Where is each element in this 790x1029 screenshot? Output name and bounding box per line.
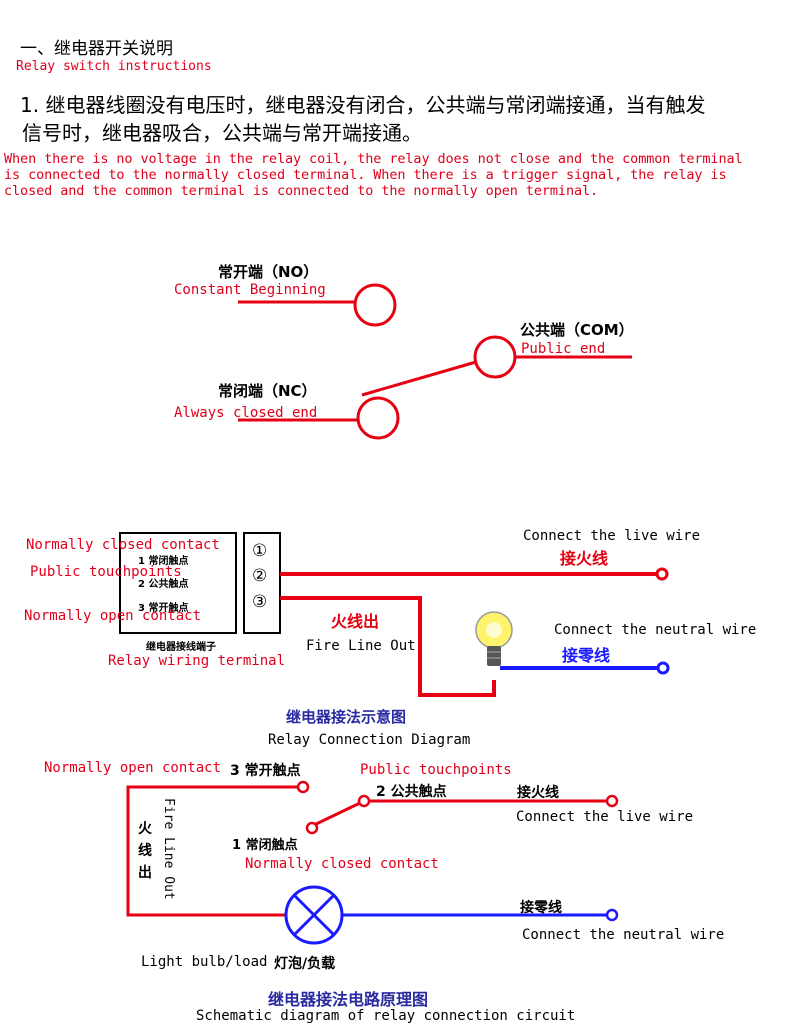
com-label-en: Public end xyxy=(521,341,606,357)
diagram2-title: 继电器接法示意图 xyxy=(286,708,407,726)
point1-en-line1: When there is no voltage in the relay co… xyxy=(4,151,743,167)
load-lamp-icon xyxy=(284,885,344,945)
switch-arm xyxy=(361,360,477,397)
diagram3-title: 继电器接法电路原理图 xyxy=(268,990,429,1009)
terminal-label-en: Relay wiring terminal xyxy=(108,653,286,669)
schem-live-en: Connect the live wire xyxy=(516,809,694,825)
light-bulb-icon xyxy=(475,611,513,666)
live-wire-cn: 接火线 xyxy=(560,549,609,568)
no-contact-en: Normally open contact xyxy=(24,608,202,624)
schem-com-touch-cn: 2 公共触点 xyxy=(376,784,447,800)
com-contact-dot xyxy=(357,794,371,808)
schem-no-contact-cn: 3 常开触点 xyxy=(230,763,301,779)
nc-contact-en: Normally closed contact xyxy=(26,537,220,553)
terminal-block xyxy=(119,532,237,634)
section-title-en: Relay switch instructions xyxy=(16,59,212,74)
live-wire-en: Connect the live wire xyxy=(523,528,701,544)
point1-en-line3: closed and the common terminal is connec… xyxy=(4,183,599,199)
point1-en-line2: is connected to the normally closed term… xyxy=(4,167,727,183)
schematic-neutral-end xyxy=(605,908,619,922)
fire-out-wire xyxy=(280,596,496,697)
com-switch-arm xyxy=(311,800,363,828)
schematic-live-end xyxy=(605,794,619,808)
schem-neutral-en: Connect the neutral wire xyxy=(522,927,725,943)
nc-contact-dot xyxy=(305,821,319,835)
section-title: 一、继电器开关说明 xyxy=(20,39,173,59)
schem-fire-out-en: Fire Line Out xyxy=(161,798,176,900)
load-en: Light bulb/load xyxy=(141,954,268,970)
point1-line1: 1. 继电器线圈没有电压时，继电器没有闭合，公共端与常闭端接通，当有触发 xyxy=(20,93,706,117)
nc-label-en: Always closed end xyxy=(174,405,318,421)
relay-contact-diagram xyxy=(238,283,632,440)
schem-fire-out-cn: 火线出 xyxy=(138,821,152,881)
fire-out-loop xyxy=(126,785,300,917)
neutral-wire-end xyxy=(656,661,670,675)
relay-schematic-diagram xyxy=(126,780,619,945)
no-label-en: Constant Beginning xyxy=(174,282,326,298)
diagram3-title-en: Schematic diagram of relay connection ci… xyxy=(196,1008,576,1024)
terminal-num-1: ① xyxy=(252,541,268,561)
terminal-num-3: ③ xyxy=(252,592,268,612)
terminal-num-2: ② xyxy=(252,566,268,586)
com-terminal-circle xyxy=(473,335,517,379)
fire-out-en: Fire Line Out xyxy=(306,638,416,654)
com-label: 公共端（COM） xyxy=(520,321,634,339)
nc-terminal-circle xyxy=(356,396,400,440)
relay-connection-diagram xyxy=(119,532,670,697)
nc-label: 常闭端（NC） xyxy=(218,382,317,400)
terminal-row1: 1 常闭触点 xyxy=(138,556,189,567)
neutral-wire-en: Connect the neutral wire xyxy=(554,622,757,638)
terminal-row2: 2 公共触点 xyxy=(138,579,189,590)
live-wire-end xyxy=(655,567,669,581)
schem-nc-contact-cn: 1 常闭触点 xyxy=(232,838,298,853)
schem-live-cn: 接火线 xyxy=(517,785,559,801)
neutral-wire-cn: 接零线 xyxy=(562,646,611,665)
schem-nc-contact-en: Normally closed contact xyxy=(245,856,439,872)
diagram2-title-en: Relay Connection Diagram xyxy=(268,732,471,748)
no-label: 常开端（NO） xyxy=(218,263,319,281)
no-contact-dot xyxy=(296,780,310,794)
terminal-label: 继电器接线端子 xyxy=(146,642,216,653)
terminal-number-block xyxy=(243,532,281,634)
schem-neutral-cn: 接零线 xyxy=(520,900,562,916)
schem-com-touch-en: Public touchpoints xyxy=(360,762,512,778)
point1-line2: 信号时，继电器吸合，公共端与常开端接通。 xyxy=(22,121,422,145)
fire-out-cn: 火线出 xyxy=(331,612,380,631)
terminal-row3: 3 常开触点 xyxy=(138,603,189,614)
schem-no-contact-en: Normally open contact xyxy=(44,760,222,776)
com-touch-en: Public touchpoints xyxy=(30,564,182,580)
no-terminal-circle xyxy=(353,283,397,327)
load-cn: 灯泡/负载 xyxy=(274,956,336,972)
